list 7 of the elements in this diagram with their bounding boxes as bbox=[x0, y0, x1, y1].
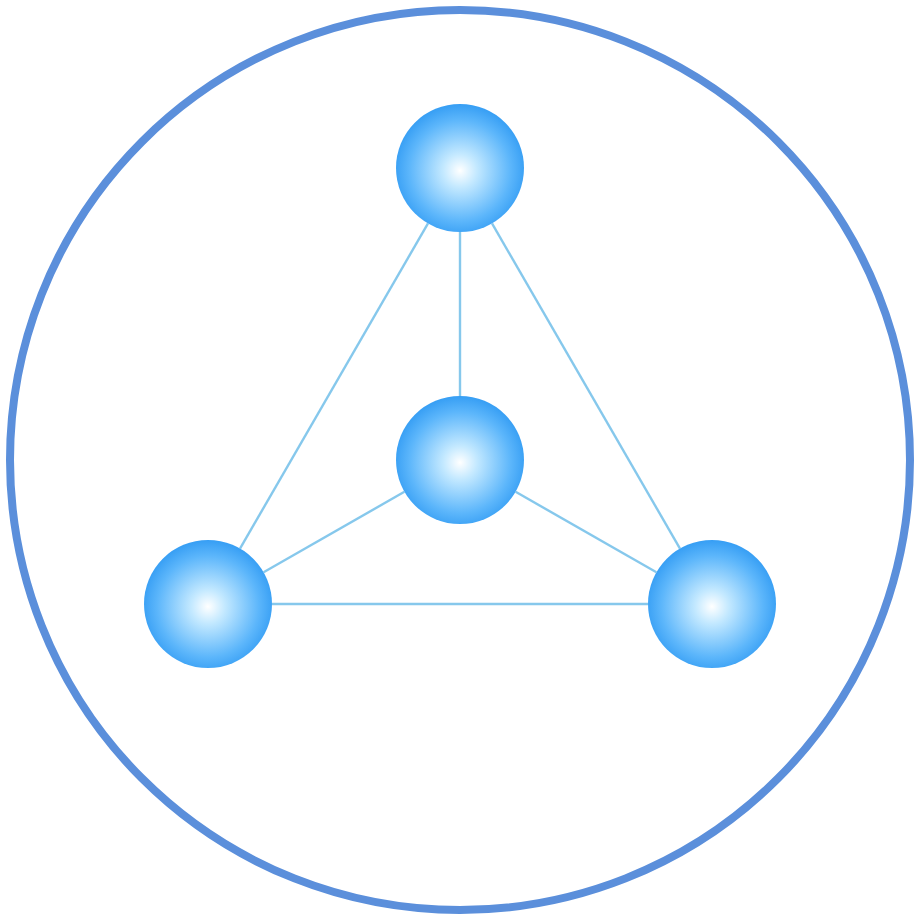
connector-line bbox=[458, 232, 462, 396]
connector-line bbox=[238, 222, 430, 550]
connector-line bbox=[263, 490, 405, 574]
connector-line bbox=[490, 222, 682, 550]
connector-line bbox=[272, 602, 648, 606]
outer-ring bbox=[6, 6, 914, 914]
connector-line bbox=[515, 490, 657, 574]
